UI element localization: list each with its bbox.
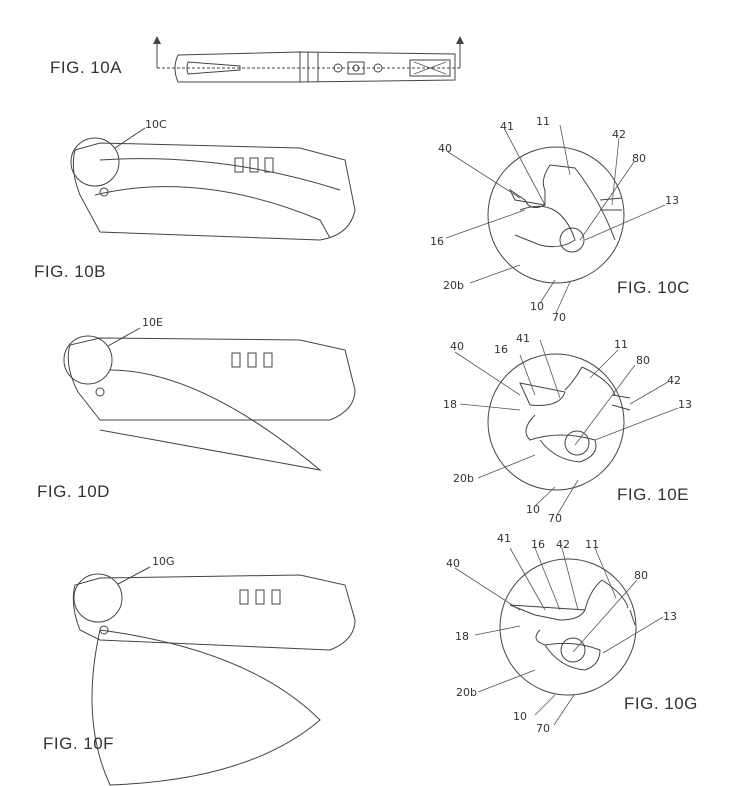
ref-label: 20b — [456, 686, 477, 699]
ref-label: 18 — [443, 398, 457, 411]
ref-label: 40 — [438, 142, 452, 155]
leader-lines — [445, 124, 679, 726]
ref-label: 11 — [614, 338, 628, 351]
ref-label: 13 — [678, 398, 692, 411]
fig-10a-label: FIG. 10A — [50, 58, 123, 77]
ref-label: 40 — [450, 340, 464, 353]
fig-10g-detail — [499, 558, 637, 696]
ref-label: 80 — [634, 569, 648, 582]
ref-label: 11 — [585, 538, 599, 551]
ref-label: 41 — [500, 120, 514, 133]
ref-label: 42 — [667, 374, 681, 387]
ref-label: 10 — [530, 300, 544, 313]
fig-10c-detail — [487, 146, 625, 284]
fig-10c-label: FIG. 10C — [617, 278, 690, 297]
callout-10g: 10G — [152, 555, 175, 568]
fig-10d-label: FIG. 10D — [37, 482, 110, 501]
ref-label: 41 — [497, 532, 511, 545]
ref-label: 70 — [552, 311, 566, 324]
ref-label: 18 — [455, 630, 469, 643]
ref-label: 80 — [632, 152, 646, 165]
ref-label: 16 — [531, 538, 545, 551]
ref-label: 70 — [536, 722, 550, 735]
fig-10b-drawing — [70, 127, 356, 241]
ref-label: 40 — [446, 557, 460, 570]
fig-10e-label: FIG. 10E — [617, 485, 690, 504]
ref-label: 11 — [536, 115, 550, 128]
fig-10e-detail — [487, 353, 631, 491]
ref-label: 41 — [516, 332, 530, 345]
ref-label: 16 — [494, 343, 508, 356]
fig-10g-label: FIG. 10G — [624, 694, 698, 713]
fig-10a-drawing — [153, 36, 464, 83]
ref-label: 20b — [443, 279, 464, 292]
ref-label: 80 — [636, 354, 650, 367]
ref-label: 20b — [453, 472, 474, 485]
ref-label: 42 — [612, 128, 626, 141]
ref-label: 13 — [663, 610, 677, 623]
fig-10f-drawing — [72, 566, 356, 786]
ref-label: 10 — [513, 710, 527, 723]
callout-10e: 10E — [142, 316, 163, 329]
fig-10b-label: FIG. 10B — [34, 262, 107, 281]
fig-10f-label: FIG. 10F — [43, 734, 115, 753]
ref-label: 70 — [548, 512, 562, 525]
ref-label: 42 — [556, 538, 570, 551]
ref-label: 16 — [430, 235, 444, 248]
callout-10c: 10C — [145, 118, 167, 131]
ref-label: 13 — [665, 194, 679, 207]
fig-10d-drawing — [63, 327, 356, 471]
ref-label: 10 — [526, 503, 540, 516]
